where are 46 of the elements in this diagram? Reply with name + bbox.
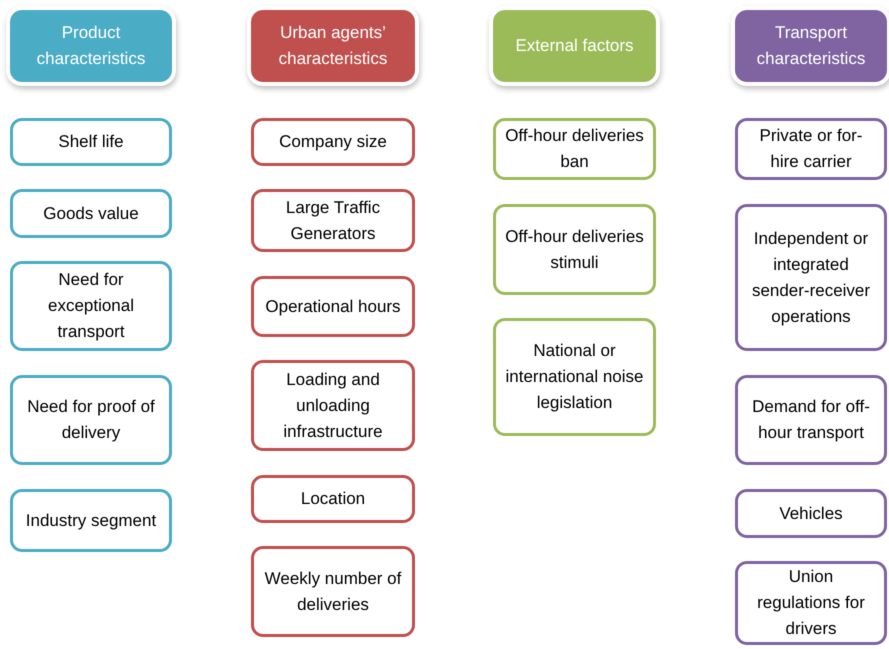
category-title: Product characteristics — [36, 22, 146, 70]
factor-label: National or international noise legislation — [504, 340, 644, 414]
factor-label: Loading and unloading infrastructure — [282, 368, 384, 442]
factor-label: Off-hour deliveries ban — [504, 125, 645, 173]
category-title: Urban agents’ characteristics — [278, 22, 388, 70]
factor-label: Location — [300, 488, 366, 510]
factor-box — [251, 189, 415, 252]
category-title: Transport characteristics — [756, 22, 866, 70]
factor-label: Need for proof of delivery — [26, 396, 156, 444]
factor-box — [493, 118, 656, 180]
factor-box — [735, 118, 887, 180]
factor-label: Private or for-hire carrier — [758, 125, 864, 173]
factor-box — [251, 118, 415, 166]
category-title: External factors — [515, 35, 634, 57]
factor-label: Independent or integrated sender-receiver operations — [750, 228, 872, 328]
factor-box — [251, 360, 415, 451]
factor-label: Industry segment — [26, 510, 156, 532]
factor-box — [493, 318, 656, 436]
factor-label: Need for exceptional transport — [46, 269, 135, 343]
factor-box — [493, 204, 656, 295]
factor-label: Off-hour deliveries stimuli — [504, 226, 645, 274]
factor-box — [10, 489, 172, 552]
factor-label: Demand for off-hour transport — [751, 396, 871, 444]
factor-box — [735, 561, 887, 645]
factor-label: Shelf life — [58, 131, 124, 153]
factor-label: Goods value — [43, 202, 139, 224]
factor-box — [251, 546, 415, 637]
factor-label: Union regulations for drivers — [756, 566, 866, 640]
factor-box — [10, 118, 172, 166]
factor-label: Large Traffic Generators — [284, 196, 382, 244]
factor-box — [10, 375, 172, 465]
category-header — [493, 10, 656, 82]
factor-box — [735, 375, 887, 465]
factor-box — [735, 489, 887, 538]
factor-label: Vehicles — [779, 502, 843, 524]
factor-box — [10, 189, 172, 238]
factor-box — [251, 276, 415, 337]
factor-box — [251, 475, 415, 523]
category-header — [735, 10, 887, 82]
factor-label: Company size — [279, 131, 387, 153]
factor-box — [10, 261, 172, 351]
category-header — [10, 10, 172, 82]
category-header — [251, 10, 415, 82]
factor-box — [735, 204, 887, 351]
factor-label: Weekly number of deliveries — [264, 568, 402, 616]
factor-label: Operational hours — [265, 296, 401, 318]
